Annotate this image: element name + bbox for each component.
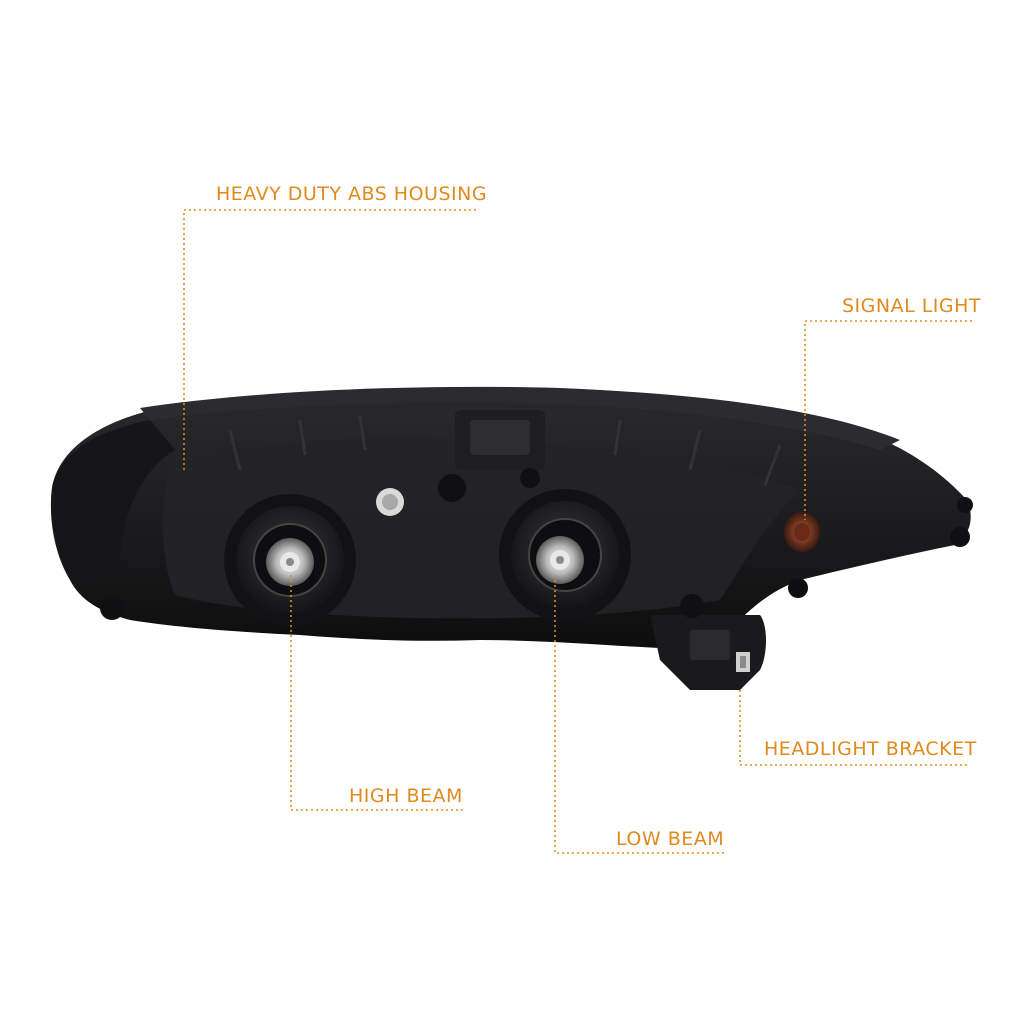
high-beam-bowl: [224, 494, 356, 626]
bracket-leader-line: [739, 690, 968, 766]
connector-block: [438, 410, 545, 502]
adjuster-bolt: [376, 488, 404, 516]
housing-top-rim: [140, 386, 900, 450]
headlight-bracket: [650, 615, 766, 690]
high-beam-leader-line: [290, 575, 466, 811]
housing-leader-line: [183, 209, 476, 470]
headlight-bracket-callout-label: HEADLIGHT BRACKET: [764, 738, 977, 760]
housing-ribs: [228, 414, 782, 486]
callout-leader-lines: [183, 209, 972, 854]
housing-left-flange: [51, 420, 175, 585]
mounting-tabs: [100, 497, 973, 620]
housing-callout-label: HEAVY DUTY ABS HOUSING: [216, 183, 488, 205]
low-beam-callout-label: LOW BEAM: [616, 828, 725, 850]
high-beam-callout-label: HIGH BEAM: [349, 785, 463, 807]
low-beam-bowl: [499, 489, 631, 621]
low-beam-leader-line: [554, 575, 724, 854]
signal-light-callout-label: SIGNAL LIGHT: [842, 295, 982, 317]
signal-leader-line: [804, 320, 972, 520]
signal-light-socket: [784, 512, 820, 598]
